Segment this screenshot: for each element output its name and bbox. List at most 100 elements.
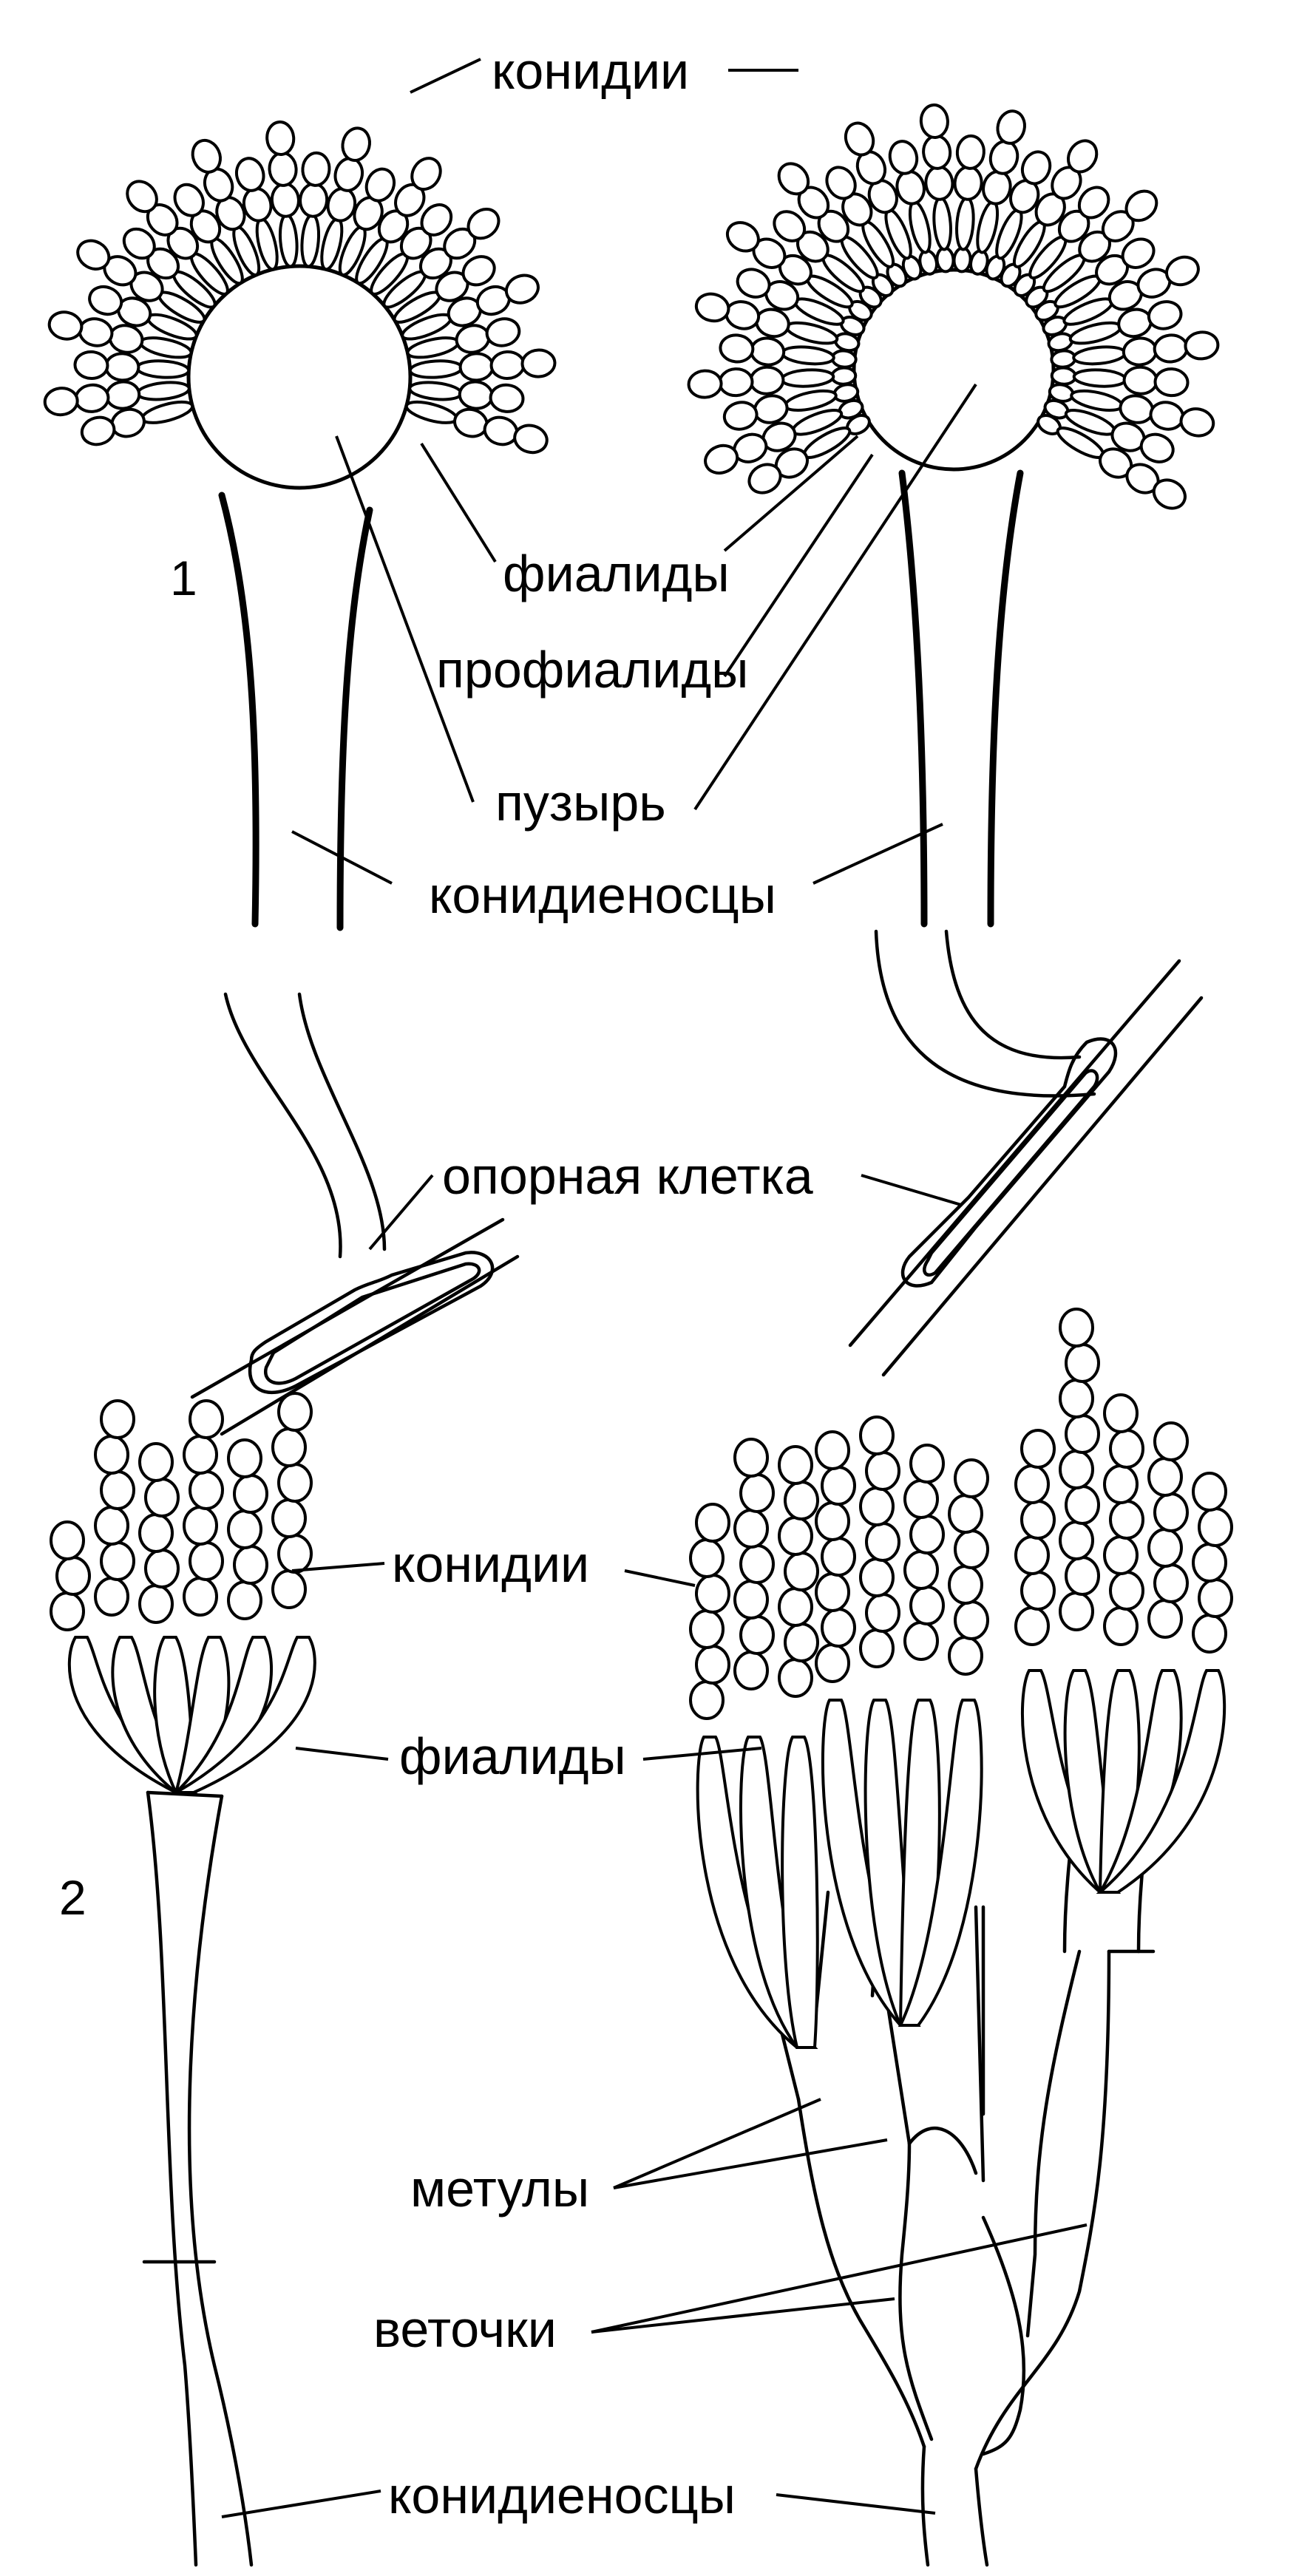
conidium <box>420 203 453 237</box>
conidium <box>1059 1450 1094 1489</box>
conidium <box>865 1451 900 1491</box>
label-conidiophores-top: конидиеносцы <box>429 866 776 924</box>
conidium <box>694 292 730 323</box>
conidium <box>784 1481 819 1520</box>
conidium <box>844 121 875 157</box>
conidium <box>1124 189 1158 222</box>
conidium <box>100 1399 135 1439</box>
conidium <box>1192 1543 1227 1583</box>
conidium <box>1153 1563 1189 1603</box>
conidium <box>953 165 983 201</box>
conidium <box>1059 1308 1094 1348</box>
aspergillus-uniseriate-head <box>43 120 557 931</box>
phialides-left <box>67 1636 316 1794</box>
conidium <box>1147 1457 1183 1497</box>
conidium <box>1152 478 1187 510</box>
conidium <box>94 1577 129 1617</box>
conidium <box>755 307 790 339</box>
prophialide <box>952 246 972 273</box>
conidium <box>1065 1414 1100 1454</box>
conidium <box>739 1615 775 1655</box>
conidium <box>1103 1464 1139 1504</box>
conidium <box>1066 139 1099 174</box>
conidium <box>277 1534 313 1574</box>
conidium <box>948 1636 983 1676</box>
conidium <box>1109 1429 1144 1469</box>
label-conidia-top: конидии <box>492 42 689 100</box>
conidium <box>513 424 549 455</box>
conidium <box>778 1658 813 1698</box>
conidium <box>1184 330 1220 361</box>
conidium <box>1020 1429 1056 1469</box>
phialide <box>781 1736 819 2049</box>
conidium <box>271 1569 307 1609</box>
conidium <box>410 157 442 191</box>
conidium <box>50 1591 85 1631</box>
conidium <box>821 1608 856 1648</box>
conidium <box>455 324 491 354</box>
phialide <box>1096 1669 1227 1894</box>
conidium <box>104 352 140 382</box>
conidium <box>865 1522 900 1562</box>
conidium <box>1119 394 1155 424</box>
label-metulae: метулы <box>410 2160 589 2218</box>
label-branches: веточки <box>373 2300 557 2358</box>
conidium <box>233 1474 268 1514</box>
phialide <box>278 213 299 268</box>
conidium <box>100 1541 135 1581</box>
conidia-chains-penicillium-right <box>689 1308 1233 1720</box>
conidium <box>919 103 949 139</box>
conidium <box>489 350 526 380</box>
conidium <box>909 1444 945 1484</box>
conidium <box>183 1506 218 1546</box>
conidium <box>784 1552 819 1591</box>
conidium <box>1147 300 1183 330</box>
conidium <box>954 1600 989 1640</box>
conidium <box>50 1520 85 1560</box>
conidium <box>903 1479 939 1519</box>
conidium <box>733 1509 769 1549</box>
conidium <box>909 1515 945 1554</box>
conidium <box>1153 367 1190 398</box>
conidium <box>122 227 156 260</box>
conidium <box>88 285 123 316</box>
conidium <box>773 210 807 242</box>
conidium <box>815 1643 850 1683</box>
conidium <box>47 310 84 341</box>
penicillium-biverticillate <box>689 1308 1233 2567</box>
conidium <box>1153 1492 1189 1532</box>
prophialide <box>935 246 955 273</box>
conidium <box>76 239 111 271</box>
conidium <box>94 1506 129 1546</box>
conidium <box>1165 255 1200 287</box>
conidium <box>489 383 525 413</box>
conidium <box>922 134 952 170</box>
conidium <box>1192 1472 1227 1512</box>
conidium <box>1139 432 1175 463</box>
conidium <box>504 273 540 305</box>
phialide <box>408 359 464 379</box>
conidium <box>333 157 364 192</box>
conidium <box>1147 1528 1183 1568</box>
conidium <box>1077 186 1110 220</box>
conidium <box>778 1516 813 1556</box>
conidium <box>954 1529 989 1569</box>
prophialide <box>830 366 858 386</box>
label-prophialides: профиалиды <box>436 641 749 699</box>
conidium <box>689 1538 725 1578</box>
conidium <box>747 463 782 495</box>
conidium <box>895 170 926 205</box>
conidium <box>739 1544 775 1584</box>
conidium <box>778 1587 813 1627</box>
conidium <box>725 221 760 253</box>
conidium <box>183 1577 218 1617</box>
conidium <box>725 300 761 330</box>
conidium <box>749 365 785 395</box>
conidium <box>733 1651 769 1690</box>
label-vesicle: пузырь <box>495 774 666 832</box>
phialide <box>780 368 835 388</box>
conidium <box>271 1498 307 1538</box>
conidium <box>138 1584 174 1624</box>
conidium <box>736 268 771 299</box>
